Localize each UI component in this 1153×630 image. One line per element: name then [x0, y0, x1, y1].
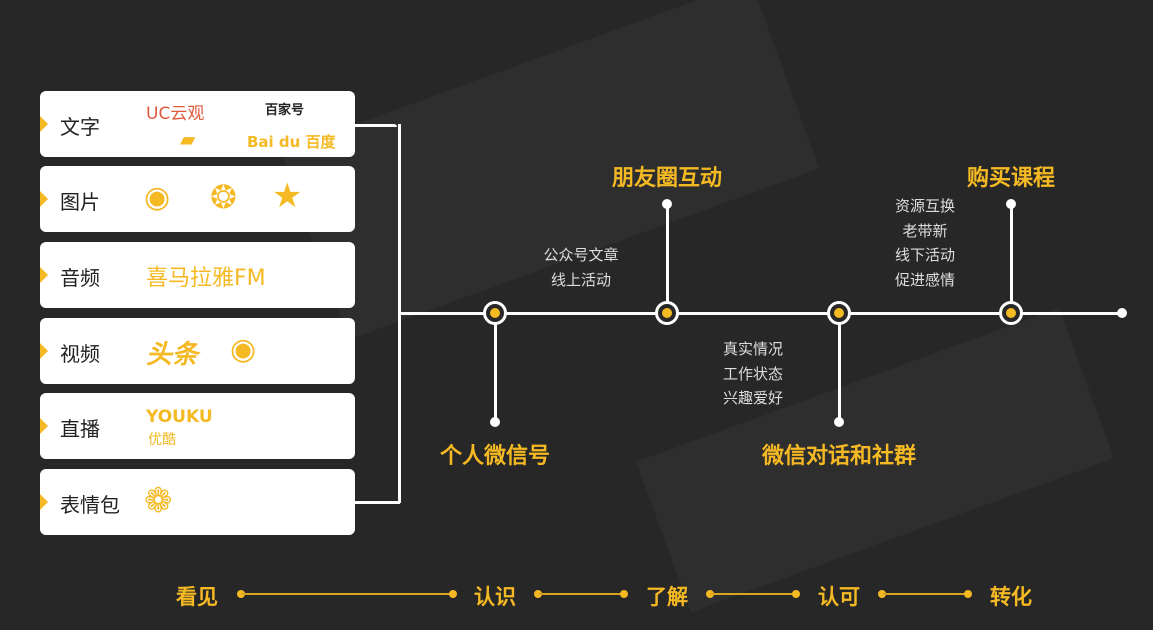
- youku-cn-logo: 优酷: [148, 432, 176, 448]
- pointer-icon: [40, 116, 48, 132]
- toutiao-logo: 头条: [146, 340, 199, 370]
- wechat-icon: ❁: [144, 481, 173, 521]
- step-notes: 真实情况 工作状态 兴趣爱好: [723, 337, 783, 411]
- pointer-icon: [40, 418, 48, 434]
- channel-label: 视频: [60, 342, 100, 366]
- note: 公众号文章: [543, 246, 619, 264]
- axis-end-dot: [1117, 308, 1127, 318]
- note: 线下活动: [894, 246, 956, 264]
- baidu-logo: Bai du 百度: [247, 133, 336, 151]
- timeline-node: [999, 301, 1023, 325]
- step-title: 微信对话和社群: [761, 444, 917, 469]
- weibo-icon: ◉: [144, 180, 171, 215]
- bracket-line: [355, 501, 400, 504]
- stage-dot: [620, 590, 628, 598]
- stem: [666, 204, 669, 313]
- note: 资源互换: [894, 197, 956, 215]
- stage-line: [241, 593, 453, 595]
- qzone-star-icon: ★: [272, 176, 303, 216]
- step-title: 购买课程: [966, 166, 1056, 191]
- timeline-axis: [400, 312, 1122, 315]
- chat-bubbles-icon: ▰: [180, 127, 196, 151]
- channel-label: 直播: [60, 417, 100, 441]
- stem-dot: [662, 199, 672, 209]
- channel-card-image: 图片 ◉ ❂ ★: [40, 166, 355, 232]
- step-title: 个人微信号: [439, 444, 551, 469]
- channel-card-text: 文字 UC云观 百家号 ▰ Bai du 百度: [40, 91, 355, 157]
- timeline-node: [655, 301, 679, 325]
- channel-label: 图片: [60, 190, 100, 214]
- uc-logo: UC云观: [146, 104, 205, 124]
- stage-line: [710, 593, 796, 595]
- step-notes: 公众号文章 线上活动: [543, 243, 618, 292]
- channel-label: 文字: [60, 115, 100, 139]
- note: 真实情况: [722, 340, 784, 358]
- pointer-icon: [40, 494, 48, 510]
- stem: [494, 313, 497, 423]
- ximalaya-logo: 喜马拉雅FM: [146, 266, 266, 291]
- stage-label: 看见: [176, 585, 218, 609]
- stage-label: 了解: [646, 585, 688, 609]
- note: 线上活动: [550, 270, 612, 289]
- stage-line: [882, 593, 968, 595]
- stage-label: 转化: [990, 585, 1032, 609]
- stem-dot: [1006, 199, 1016, 209]
- channel-card-audio: 音频 喜马拉雅FM: [40, 242, 355, 308]
- stage-dot: [964, 590, 972, 598]
- pointer-icon: [40, 343, 48, 359]
- stage-dot: [792, 590, 800, 598]
- note: 促进感情: [894, 270, 956, 289]
- pointer-icon: [40, 267, 48, 283]
- channel-label: 音频: [60, 266, 100, 290]
- weibo-icon: ◉: [230, 332, 257, 367]
- stage-line: [538, 593, 624, 595]
- timeline-node: [827, 301, 851, 325]
- pointer-icon: [40, 191, 48, 207]
- bracket-line: [355, 124, 397, 127]
- bracket-line: [398, 124, 401, 503]
- channel-card-sticker: 表情包 ❁: [40, 469, 355, 535]
- channel-card-video: 视频 头条 ◉: [40, 318, 355, 384]
- stage-dot: [449, 590, 457, 598]
- aperture-icon: ❂: [210, 178, 237, 216]
- note: 兴趣爱好: [722, 389, 784, 407]
- step-notes: 资源互换 老带新 线下活动 促进感情: [895, 194, 955, 292]
- stem-dot: [490, 417, 500, 427]
- timeline-node: [483, 301, 507, 325]
- step-title: 朋友圈互动: [611, 166, 723, 191]
- stem-dot: [834, 417, 844, 427]
- stage-label: 认可: [818, 585, 860, 609]
- channel-label: 表情包: [60, 493, 120, 517]
- youku-logo: YOUKU: [146, 407, 213, 427]
- note: 老带新: [902, 221, 948, 240]
- note: 工作状态: [722, 364, 784, 383]
- stage-label: 认识: [474, 585, 516, 609]
- channel-card-live: 直播 YOUKU 优酷: [40, 393, 355, 459]
- stem: [1010, 204, 1013, 313]
- stem: [838, 313, 841, 423]
- baijiahao-logo: 百家号: [265, 103, 305, 118]
